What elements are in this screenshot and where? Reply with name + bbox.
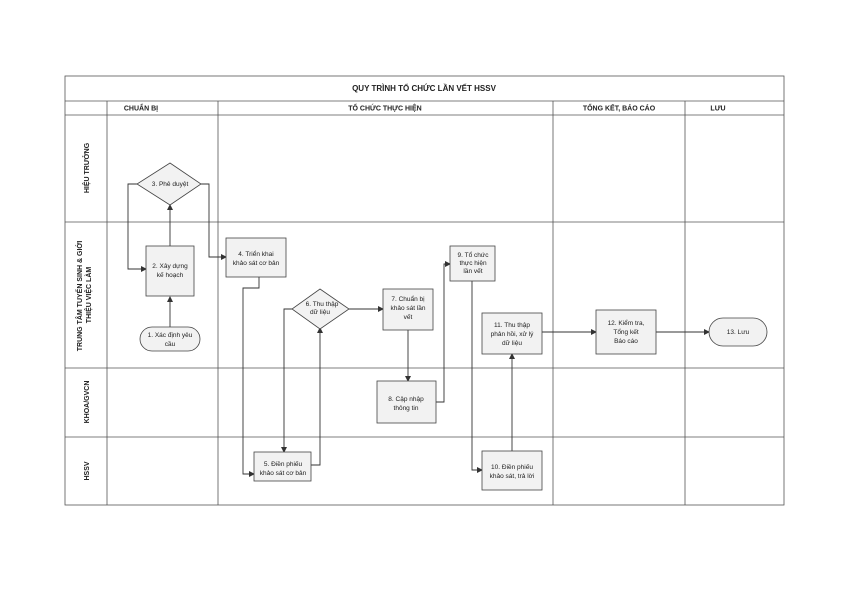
column-header-report: TỔNG KẾT, BÁO CÁO (583, 103, 656, 113)
lane-label-faculty: KHOA/GVCN (84, 381, 91, 424)
column-header-archive: LƯU (710, 106, 725, 113)
lane-label-center: TRUNG TÂM TUYỂN SINH & GIỚI THIỆU VIỆC L… (75, 239, 93, 352)
connector-6-5 (281, 308, 292, 453)
node-luu: 13. Lưu (708, 317, 768, 347)
connector-8-9 (436, 261, 451, 403)
lane-label-principal: HIỆU TRƯỞNG (82, 142, 91, 193)
connector-9-10 (471, 281, 483, 473)
lane-label-students: HSSV (84, 461, 91, 480)
diagram-title: QUY TRÌNH TỔ CHỨC LẦN VẾT HSSV (352, 83, 496, 93)
connector-3-4 (201, 183, 227, 260)
node-phe-duyet: 3. Phê duyệt (136, 162, 202, 206)
column-header-execute: TỔ CHỨC THỰC HIỆN (348, 104, 421, 113)
svg-text:13. Lưu: 13. Lưu (727, 329, 750, 336)
diagram-frame (64, 75, 785, 506)
connector-3-2 (127, 183, 147, 272)
svg-text:3. Phê duyệt: 3. Phê duyệt (152, 181, 189, 188)
connector-4-5 (242, 277, 260, 477)
connector-5-6 (311, 327, 323, 466)
column-header-prepare: CHUẨN BỊ (124, 104, 158, 113)
